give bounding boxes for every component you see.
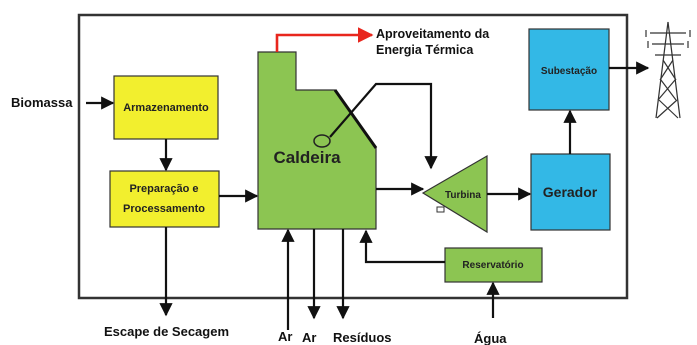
preparacao-block [109, 170, 220, 228]
turbina-label: Turbina [445, 190, 481, 201]
preparacao-label-line1: Preparação e [129, 183, 198, 195]
preparacao-label-line2: Processamento [123, 203, 205, 215]
thermal-label-line1: Aproveitamento da [376, 27, 490, 41]
ar-label-1: Ar [278, 329, 292, 344]
caldeira-label: Caldeira [273, 148, 341, 167]
armazenamento-label: Armazenamento [123, 102, 209, 114]
arrow-thermal-energy [275, 27, 374, 52]
plant-boundary [77, 13, 629, 300]
turbine-shaft-marker [436, 206, 445, 213]
caldeira-shade [333, 89, 378, 149]
reservatorio-label: Reservatório [462, 260, 523, 271]
transmission-tower-icon [645, 21, 691, 119]
residuos-label: Resíduos [333, 330, 392, 345]
steam-drum-icon [313, 134, 331, 148]
gerador-label: Gerador [543, 184, 598, 200]
ar-label-2: Ar [302, 330, 316, 345]
caldeira-block [257, 51, 377, 230]
thermal-label-line2: Energia Térmica [376, 43, 474, 57]
escape-de-secagem-label: Escape de Secagem [104, 324, 229, 339]
subestacao-label: Subestação [541, 66, 597, 77]
steam-line-drum-to-turbina [329, 82, 438, 170]
arrow-reservatorio-to-caldeira [359, 229, 445, 264]
subestacao-block [528, 28, 610, 111]
biomassa-label: Biomassa [11, 95, 73, 110]
agua-label: Água [474, 331, 507, 345]
